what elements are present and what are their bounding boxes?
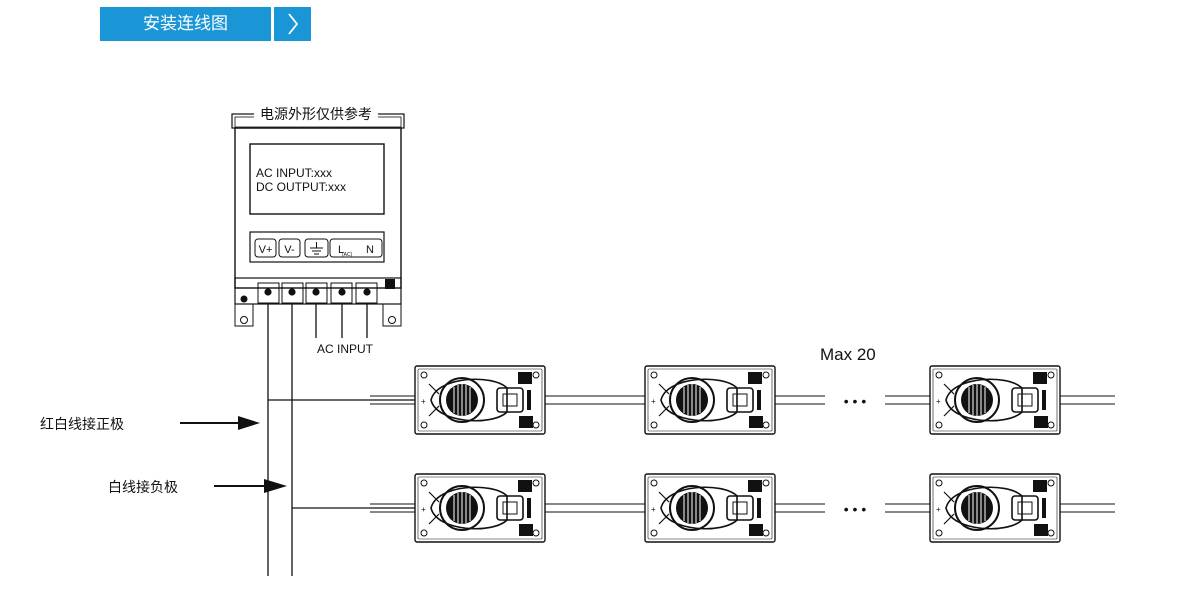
terminal-l-label: L — [338, 244, 344, 256]
caption-backing — [254, 104, 378, 124]
ground-icon — [310, 242, 323, 255]
led-module — [414, 473, 546, 543]
terminal-n-label: N — [366, 244, 374, 256]
led-module — [644, 365, 776, 435]
terminal-vplus — [254, 238, 277, 258]
led-row-2: • • • — [370, 473, 1115, 543]
terminal-ln — [329, 238, 383, 258]
chevron-right-icon — [274, 7, 311, 41]
ac-input-label: AC INPUT — [317, 342, 374, 356]
positive-arrow-icon — [180, 416, 260, 430]
ellipsis: • • • — [844, 393, 867, 409]
terminal-vminus-label: V- — [284, 244, 295, 256]
power-caption: 电源外形仅供参考 — [260, 106, 372, 123]
negative-arrow-icon — [214, 479, 287, 493]
positive-label: 红白线接正极 — [40, 416, 124, 433]
led-module — [644, 473, 776, 543]
led-module — [414, 365, 546, 435]
display-output-text: DC OUTPUT:xxx — [256, 180, 346, 194]
ellipsis: • • • — [844, 501, 867, 517]
led-row-1: • • • — [370, 365, 1115, 435]
negative-label: 白线接负极 — [108, 479, 178, 496]
led-module — [929, 473, 1061, 543]
section-title: 安装连线图 — [100, 7, 271, 41]
display-input-text: AC INPUT:xxx — [256, 166, 332, 180]
led-module — [929, 365, 1061, 435]
power-supply — [231, 113, 405, 327]
terminal-ac-sublabel: (AC) — [342, 252, 353, 258]
terminal-vplus-label: V+ — [259, 244, 273, 256]
max-label: Max 20 — [820, 345, 876, 364]
terminal-ground — [304, 238, 329, 258]
terminal-vminus — [278, 238, 301, 258]
